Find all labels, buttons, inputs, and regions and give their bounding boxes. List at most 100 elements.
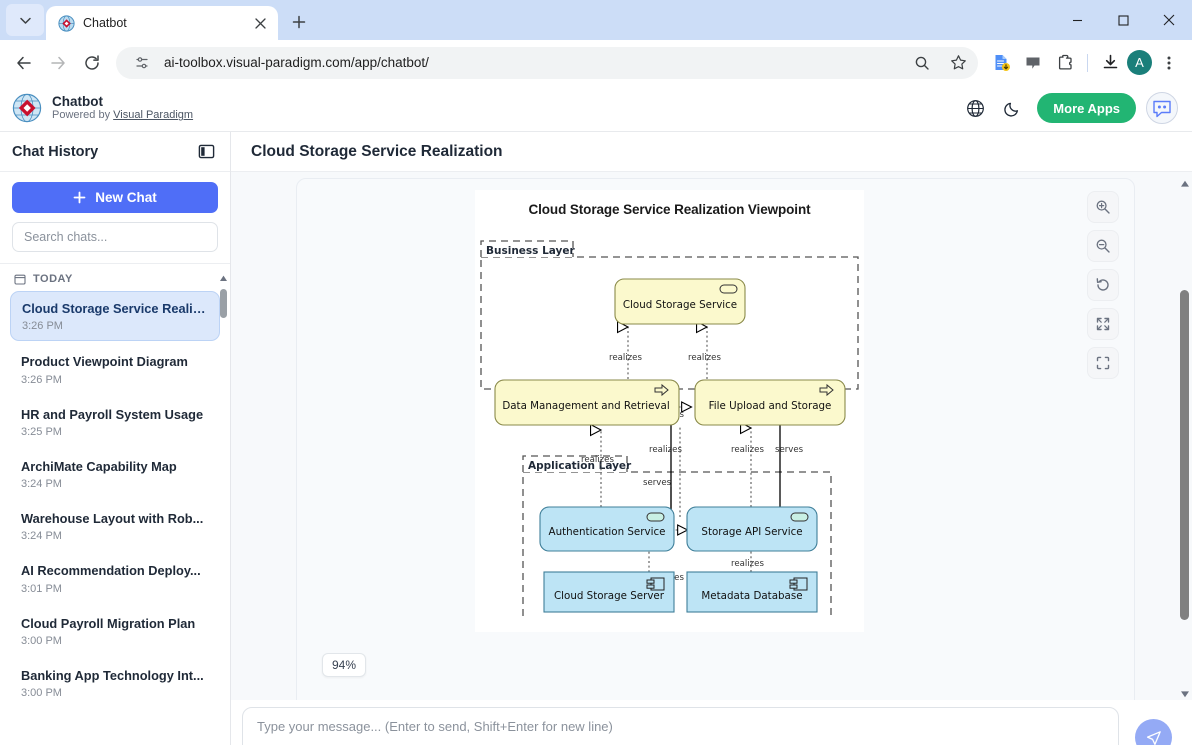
chat-history-item[interactable]: HR and Payroll System Usage 3:25 PM (10, 398, 220, 446)
fullscreen-icon (1096, 317, 1110, 331)
svg-text:realizes: realizes (649, 445, 682, 455)
close-icon[interactable] (250, 13, 270, 33)
chat-item-time: 3:00 PM (21, 687, 62, 700)
diagram-card[interactable]: Cloud Storage Service Realization Viewpo… (475, 190, 864, 632)
composer (231, 700, 1192, 745)
diagram-node-metadata-database[interactable]: Metadata Database (686, 571, 818, 613)
svg-text:Cloud Storage Service: Cloud Storage Service (623, 299, 737, 311)
browser-toolbar: ai-toolbox.visual-paradigm.com/app/chatb… (0, 40, 1192, 85)
chat-item-title: Cloud Storage Service Realiz... (22, 301, 209, 316)
canvas-header: Cloud Storage Service Realization (231, 132, 1192, 172)
chat-item-time: 3:24 PM (21, 530, 62, 543)
reload-button[interactable] (76, 47, 108, 79)
chat-item-title: AI Recommendation Deploy... (21, 563, 201, 579)
rounded-rect-service-icon (646, 512, 665, 522)
address-bar[interactable]: ai-toolbox.visual-paradigm.com/app/chatb… (116, 46, 978, 79)
diagram-node-data-management-and-retrieval[interactable]: Data Management and Retrieval (494, 379, 680, 426)
diagram-node-cloud-storage-service[interactable]: Cloud Storage Service (614, 278, 746, 325)
kebab-menu-icon[interactable] (1154, 48, 1184, 78)
diagram-node-storage-api-service[interactable]: Storage API Service (686, 506, 818, 552)
chat-item-time: 3:25 PM (21, 425, 62, 438)
chat-bubble-avatar-icon[interactable] (1146, 92, 1178, 124)
send-button[interactable] (1135, 719, 1172, 745)
browser-tab[interactable]: Chatbot (46, 6, 278, 40)
minimize-button[interactable] (1054, 0, 1100, 40)
calendar-icon (14, 274, 26, 285)
maximize-button[interactable] (1100, 0, 1146, 40)
chat-group-label-text: TODAY (33, 273, 73, 285)
sidebar-scroll-thumb[interactable] (220, 289, 227, 318)
fit-to-screen-button[interactable] (1087, 347, 1119, 379)
theme-toggle-button[interactable] (999, 94, 1027, 122)
feedback-icon[interactable] (1018, 48, 1048, 78)
chevron-down-icon (19, 17, 31, 24)
main-scrollbar[interactable] (1177, 172, 1192, 700)
canvas-tools (1087, 191, 1119, 379)
close-icon (1163, 14, 1175, 26)
diagram-node-authentication-service[interactable]: Authentication Service (539, 506, 675, 552)
new-tab-button[interactable] (284, 7, 314, 37)
sidebar: Chat History New Chat TODAY Cloud Storag… (0, 132, 231, 745)
svg-text:File Upload and Storage: File Upload and Storage (709, 400, 832, 412)
component-icon (646, 577, 665, 591)
tab-search-button[interactable] (6, 4, 44, 36)
diagram-node-cloud-storage-server[interactable]: Cloud Storage Server (543, 571, 675, 613)
zoom-level-badge: 94% (322, 653, 367, 677)
search-icon[interactable] (908, 49, 936, 77)
scroll-up-arrow-icon[interactable] (219, 270, 228, 281)
chat-item-title: HR and Payroll System Usage (21, 406, 204, 422)
zoom-in-button[interactable] (1087, 191, 1119, 223)
sidebar-header: Chat History (0, 132, 230, 172)
reset-zoom-button[interactable] (1087, 269, 1119, 301)
chat-item-title: Banking App Technology Int... (21, 667, 204, 683)
profile-avatar[interactable]: A (1127, 50, 1152, 75)
close-window-button[interactable] (1146, 0, 1192, 40)
sidebar-controls: New Chat (0, 172, 230, 264)
svg-text:serves: serves (643, 478, 672, 488)
toolbar-divider (1087, 53, 1088, 72)
chat-history-item[interactable]: Warehouse Layout with Rob...3:24 PM (10, 502, 220, 550)
plus-icon (73, 191, 86, 204)
svg-text:realizes: realizes (688, 353, 721, 363)
back-button[interactable] (8, 47, 40, 79)
sidebar-scrollbar[interactable] (218, 270, 229, 745)
reading-list-icon[interactable] (986, 48, 1016, 78)
main-scroll-down-arrow-icon[interactable] (1180, 686, 1190, 698)
visual-paradigm-globe-icon (58, 14, 75, 32)
chat-history-item[interactable]: Cloud Storage Service Realiz...3:26 PM (10, 291, 220, 342)
chat-item-title: Cloud Payroll Migration Plan (21, 615, 196, 631)
visual-paradigm-link[interactable]: Visual Paradigm (113, 109, 194, 122)
panel-toggle-icon[interactable] (194, 140, 218, 164)
zoom-out-button[interactable] (1087, 230, 1119, 262)
app-body: Chat History New Chat TODAY Cloud Storag… (0, 132, 1192, 745)
chat-history-item[interactable]: Banking App Technology Int... 3:00 PM (10, 659, 220, 707)
extensions-puzzle-icon[interactable] (1050, 48, 1080, 78)
assistant-message-bubble: Cloud Storage Service Realization Viewpo… (296, 178, 1135, 700)
svg-text:realizes: realizes (581, 455, 614, 465)
downloads-icon[interactable] (1095, 48, 1125, 78)
fullscreen-button[interactable] (1087, 308, 1119, 340)
search-input[interactable] (12, 222, 218, 252)
business-layer-label: Business Layer (486, 245, 575, 257)
diagram-node-file-upload-and-storage[interactable]: File Upload and Storage (694, 379, 846, 426)
new-chat-button[interactable]: New Chat (12, 182, 218, 213)
moon-icon (1004, 102, 1019, 117)
window-controls (1054, 0, 1192, 40)
tune-icon[interactable] (128, 49, 156, 77)
main-scroll-up-arrow-icon[interactable] (1180, 176, 1190, 187)
forward-button[interactable] (42, 47, 74, 79)
send-icon (1146, 730, 1161, 745)
arrow-left-icon (17, 56, 31, 69)
main-scroll-thumb[interactable] (1180, 290, 1189, 620)
message-input[interactable] (242, 707, 1119, 745)
maximize-icon (1117, 14, 1129, 26)
chat-history-item[interactable]: AI Recommendation Deploy...3:01 PM (10, 554, 220, 602)
star-icon[interactable] (944, 49, 972, 77)
language-button[interactable] (961, 94, 989, 122)
chat-history-list: TODAY Cloud Storage Service Realiz...3:2… (0, 264, 230, 745)
more-apps-button[interactable]: More Apps (1037, 93, 1136, 123)
archimate-diagram[interactable]: Business Layer Application Layer realize… (475, 217, 864, 617)
